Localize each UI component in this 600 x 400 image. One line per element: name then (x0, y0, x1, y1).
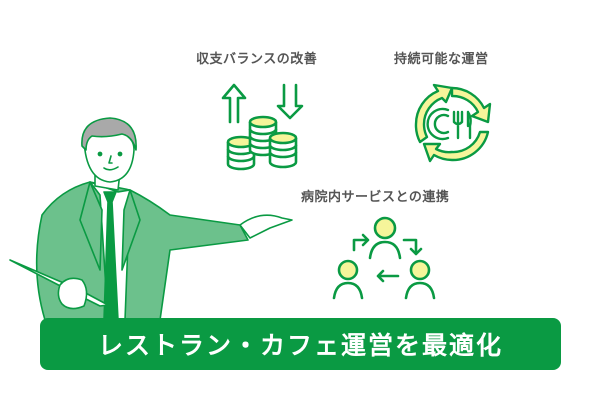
feature-label-balance: 収支バランスの改善 (196, 52, 318, 67)
feature-label-sustainable: 持続可能な運営 (394, 52, 489, 67)
presenter-illustration (9, 117, 293, 321)
coins-balance-icon (221, 83, 304, 171)
banner-title: レストラン・カフェ運営を最適化 (97, 331, 503, 360)
feature-label-collaboration: 病院内サービスとの連携 (301, 190, 450, 205)
title-banner: レストラン・カフェ運営を最適化 (40, 318, 561, 370)
people-collaboration-icon (332, 216, 436, 300)
sustainable-cycle-dining-icon (414, 83, 492, 163)
